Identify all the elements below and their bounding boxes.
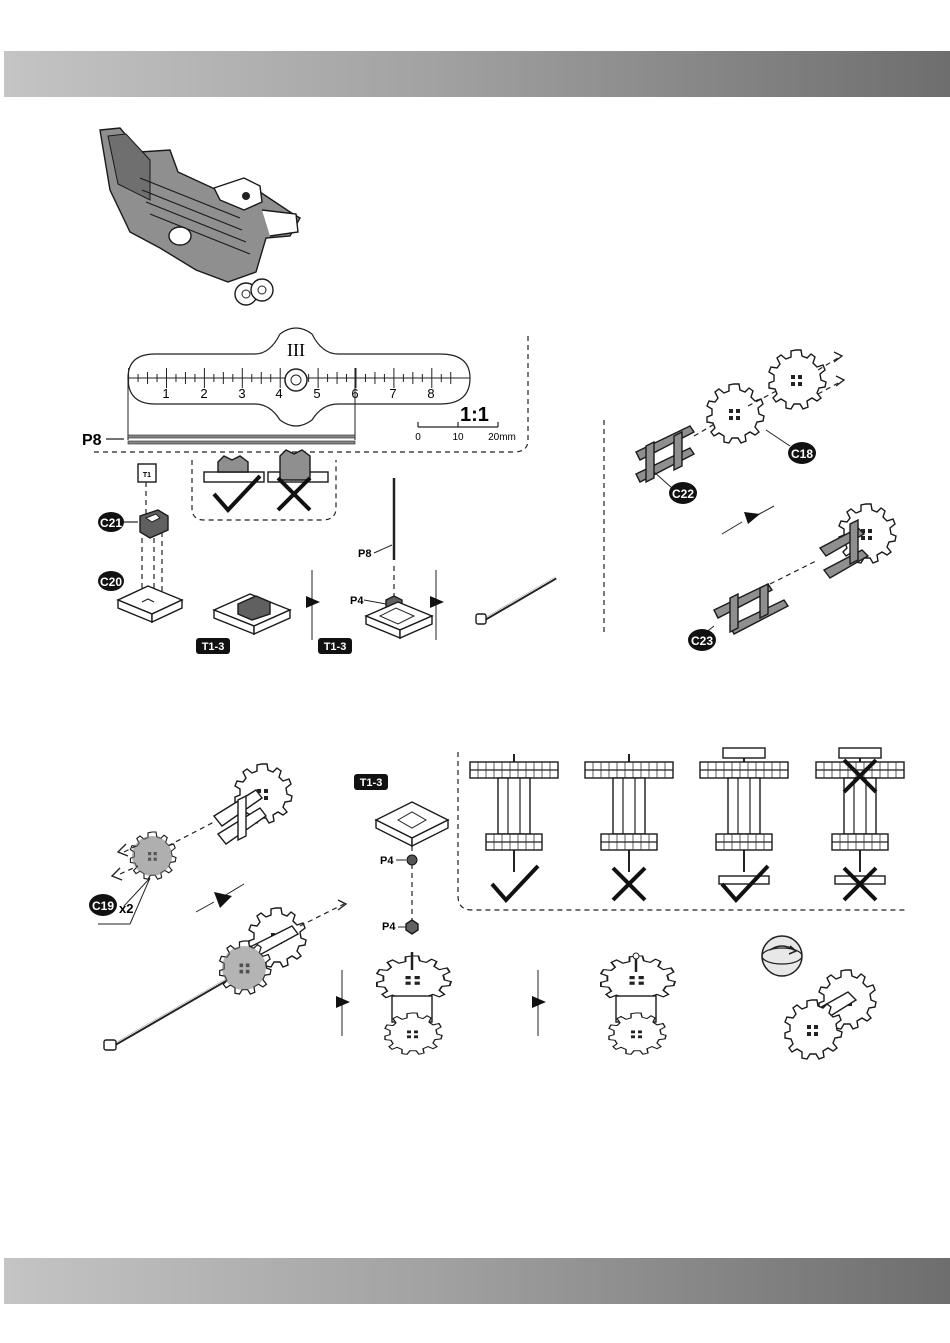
- badge-c19: C19: [89, 894, 117, 916]
- c21-onto-c20-step: T1: [118, 464, 182, 622]
- ruler-template: III 1 2 3 4 5 6 7 8 1:1 0 10 20mm P8: [82, 328, 528, 452]
- c19-assembly: [98, 764, 292, 924]
- ruler-number-2: 2: [200, 386, 207, 401]
- c19-quantity: x2: [119, 901, 133, 916]
- badge-c22: C22: [669, 482, 697, 504]
- assembly-variant-2: [585, 754, 673, 872]
- svg-text:T1: T1: [143, 472, 151, 479]
- svg-text:T1-3: T1-3: [324, 641, 347, 653]
- badge-c21: C21: [98, 512, 124, 532]
- axle-insert-step: [366, 478, 432, 638]
- chassis-assembly: [100, 128, 300, 305]
- badge-t13-b: T1-3: [318, 638, 352, 654]
- svg-text:C21: C21: [100, 516, 122, 530]
- arrow-right-icon: [430, 596, 444, 608]
- finished-axle: [476, 577, 556, 624]
- finished-double-gear: [785, 970, 876, 1059]
- scale-tick-0: 0: [415, 432, 421, 443]
- fit-check-inset: [192, 450, 336, 520]
- ruler-number-7: 7: [389, 386, 396, 401]
- ruler-number-8: 8: [427, 386, 434, 401]
- chassis-wheels: [235, 279, 273, 305]
- pressed-block: [214, 594, 290, 634]
- badge-t13-a: T1-3: [196, 638, 230, 654]
- c22-c18-assembly: [636, 350, 844, 488]
- p8-label: P8: [82, 432, 102, 449]
- cross-icon: [613, 868, 645, 900]
- arrow-right-icon: [336, 996, 350, 1008]
- axle-with-c19-gear: [104, 900, 346, 1050]
- svg-text:C23: C23: [691, 634, 713, 648]
- badge-c18: C18: [788, 442, 816, 464]
- svg-text:C20: C20: [100, 575, 122, 589]
- ruler-scale: 1:1: [460, 404, 489, 426]
- svg-text:C18: C18: [791, 447, 813, 461]
- ruler-number-3: 3: [238, 386, 245, 401]
- p4-label-b: P4: [380, 855, 394, 867]
- badge-t13-c: T1-3: [354, 774, 388, 790]
- arrow-right-icon: [306, 596, 320, 608]
- scale-tick-20: 20mm: [488, 432, 516, 443]
- cross-icon: [278, 478, 310, 510]
- p4-label-c: P4: [382, 921, 396, 933]
- assembly-variant-4: [816, 754, 904, 872]
- double-gear-stage-1: [377, 952, 451, 1054]
- p4-label-a: P4: [350, 595, 364, 607]
- c23-assembly: [704, 504, 896, 634]
- scale-tick-10: 10: [452, 432, 464, 443]
- rotate-icon: [762, 936, 802, 976]
- badge-c20: C20: [98, 571, 124, 591]
- svg-text:T1-3: T1-3: [360, 777, 383, 789]
- ruler-number-5: 5: [313, 386, 320, 401]
- ruler-number-1: 1: [162, 386, 169, 401]
- arrow-right-icon: [532, 996, 546, 1008]
- p8-axle-label: P8: [358, 548, 371, 560]
- svg-text:C22: C22: [672, 487, 694, 501]
- svg-text:T1-3: T1-3: [202, 641, 225, 653]
- ruler-number-4: 4: [275, 386, 282, 401]
- double-gear-stage-2: [601, 953, 675, 1054]
- ruler-roman: III: [287, 340, 305, 360]
- svg-text:C19: C19: [92, 899, 114, 913]
- assembly-variant-3: [700, 754, 788, 872]
- tool-t13-inverted: [376, 802, 448, 934]
- assembly-variant-1: [470, 754, 558, 872]
- badge-c23: C23: [688, 629, 716, 651]
